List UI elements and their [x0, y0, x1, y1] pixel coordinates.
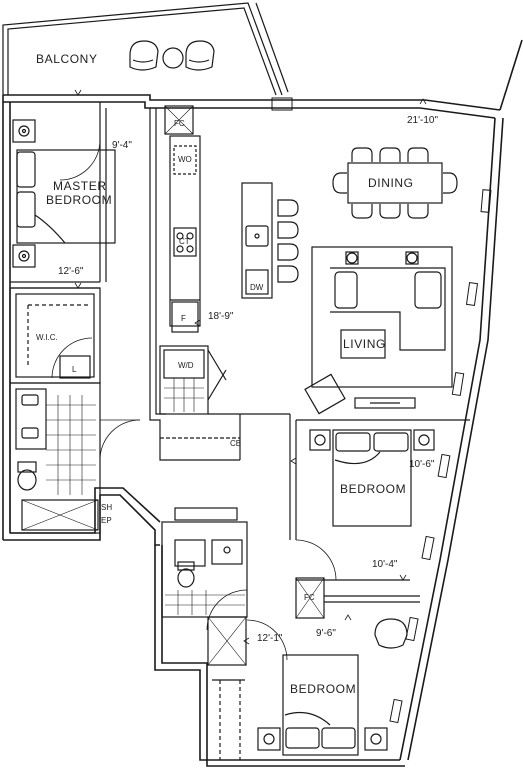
fc-bottom-closet [295, 577, 420, 619]
master-bedroom [10, 102, 116, 289]
label-wic: W.I.C. [36, 333, 58, 342]
nightstand-top [12, 119, 36, 143]
bedroom-3-bed [282, 654, 359, 756]
master-shower [21, 499, 99, 531]
bedroom-3-nightstand-right [364, 727, 388, 751]
dimension-labels: 21'-10" 9'-4" 12'-6" 18'-9" 10'-6" 10'-4… [58, 115, 438, 644]
dimension-arrows [74, 89, 427, 645]
bedroom-2 [295, 419, 470, 581]
label-bedroom-3: BEDROOM [290, 682, 356, 696]
balcony-chair-left [129, 40, 159, 71]
balcony-chair-right [185, 40, 215, 71]
laundry [159, 345, 227, 415]
dim-bedroom-3: 9'-6" [316, 628, 336, 639]
coffee-table [340, 329, 386, 359]
label-ct: CT [179, 237, 190, 246]
walk-in-closet [9, 287, 101, 384]
master-bath [9, 382, 141, 534]
second-toilet [177, 561, 195, 588]
label-cb: CB [230, 439, 241, 448]
balcony-area [2, 2, 289, 96]
bar-stools [277, 199, 299, 283]
bedroom-2-bed [332, 429, 412, 527]
room-labels: BALCONY MASTER BEDROOM DINING LIVING BED… [36, 52, 414, 696]
label-fc-bottom: FC [304, 593, 315, 602]
second-bath [161, 507, 288, 666]
second-shower [207, 616, 247, 666]
nightstand-bottom [12, 244, 36, 268]
dim-bath: 12'-1" [257, 633, 283, 644]
label-master-bedroom-2: BEDROOM [46, 193, 112, 207]
armchair [304, 373, 346, 415]
label-dining: DINING [368, 176, 414, 190]
bedroom-2-nightstand-left [309, 429, 331, 451]
living-area [304, 246, 453, 415]
label-wo: WO [178, 155, 192, 164]
tv-console [354, 397, 416, 409]
bedroom-2-nightstand-right [413, 429, 435, 451]
bedroom-3-nightstand-left [257, 727, 281, 751]
label-ep: EP [101, 516, 112, 525]
dim-bedroom-2: 10'-6" [409, 459, 435, 470]
dim-kitchen: 18'-9" [208, 311, 234, 322]
dim-master-bedroom: 9'-4" [112, 140, 132, 151]
label-bedroom-2: BEDROOM [340, 482, 406, 496]
sectional-sofa [330, 251, 446, 351]
dim-wic: 12'-6" [58, 266, 84, 277]
label-fridge: F [181, 314, 186, 323]
bedroom-3-chair [374, 618, 408, 649]
balcony-table [162, 47, 184, 69]
label-living: LIVING [343, 337, 386, 351]
fixture-labels: FC WO CT DW F W/D W.I.C. L CB SH EP FC [36, 119, 315, 602]
dim-hall: 10'-4" [372, 559, 398, 570]
label-fc-top: FC [174, 119, 185, 128]
label-linen: L [72, 365, 77, 374]
kitchen-wall [149, 105, 240, 461]
bedroom-3 [212, 618, 408, 760]
exterior-walls [2, 39, 523, 767]
label-dw: DW [250, 283, 264, 292]
label-sh: SH [101, 503, 112, 512]
dim-balcony: 21'-10" [407, 115, 438, 126]
dining-table [332, 147, 458, 219]
label-wd: W/D [178, 361, 194, 370]
label-master-bedroom-1: MASTER [53, 179, 107, 193]
master-toilet [17, 461, 37, 491]
label-balcony: BALCONY [36, 52, 98, 66]
hall-closet [160, 413, 297, 540]
window-markers [271, 97, 492, 724]
kitchen-island [241, 182, 273, 299]
